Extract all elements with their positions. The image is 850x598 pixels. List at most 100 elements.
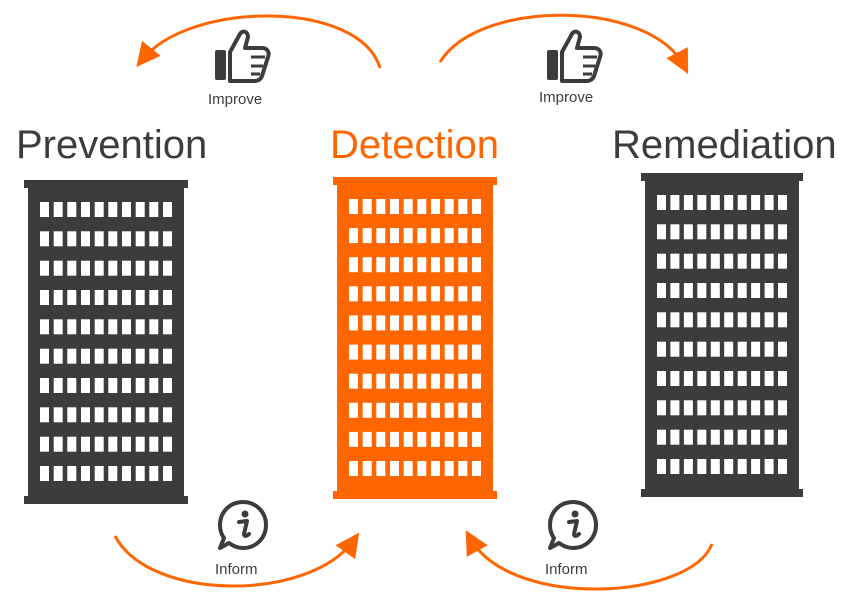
building-window — [764, 429, 774, 445]
building-window — [778, 371, 787, 386]
inform-label-right: Inform — [545, 561, 588, 578]
building-window — [697, 224, 707, 240]
building-window — [81, 202, 90, 217]
building-window — [122, 290, 131, 305]
building-window — [67, 290, 77, 305]
building-window — [349, 461, 358, 476]
building-window — [764, 253, 774, 269]
building-window — [724, 312, 734, 328]
building-window — [349, 199, 358, 214]
building-window — [444, 257, 454, 273]
building-window — [683, 283, 693, 298]
building-window — [417, 257, 427, 273]
building-window — [724, 341, 734, 357]
building-window — [417, 228, 427, 244]
building-window — [751, 195, 761, 210]
building-window — [444, 373, 454, 389]
improve-arrow-right — [438, 13, 689, 74]
building-window — [376, 431, 386, 447]
building-window — [376, 461, 386, 476]
building-window — [737, 341, 747, 357]
building-window — [724, 371, 734, 386]
building-window — [710, 371, 720, 386]
building-window — [670, 283, 680, 298]
building-window — [764, 459, 774, 474]
pillar-title-remediation: Remediation — [612, 123, 837, 167]
building-window — [349, 315, 358, 331]
building-window — [376, 199, 386, 214]
building-window — [403, 228, 413, 244]
building-window — [349, 431, 358, 447]
building-window — [163, 466, 172, 481]
building-window — [724, 283, 734, 298]
building-window — [724, 459, 734, 474]
building-window — [53, 436, 63, 452]
building-window — [431, 199, 440, 214]
building-window — [40, 202, 49, 217]
building-window — [697, 400, 707, 416]
building-window — [697, 341, 707, 357]
building-window — [94, 202, 104, 217]
building-window — [122, 378, 131, 393]
building-window — [751, 371, 761, 386]
building-window — [724, 400, 734, 416]
improve-arrow-left — [136, 14, 382, 69]
building-window — [403, 461, 413, 476]
building-window — [417, 286, 427, 302]
building-window — [163, 290, 172, 305]
building-window — [417, 402, 427, 418]
building-window — [349, 286, 358, 302]
building-window — [81, 348, 90, 364]
building-window — [724, 253, 734, 269]
building-window — [657, 224, 666, 240]
building-window — [710, 459, 720, 474]
building-window — [431, 431, 440, 447]
building-window — [657, 459, 666, 474]
building-window — [362, 257, 372, 273]
building-window — [390, 373, 399, 389]
building-window — [431, 373, 440, 389]
building-window — [764, 371, 774, 386]
building-window — [403, 286, 413, 302]
building-window — [417, 315, 427, 331]
building-window — [135, 260, 145, 276]
building-window — [737, 224, 747, 240]
building-window — [458, 431, 468, 447]
building-window — [135, 231, 145, 247]
building-window — [657, 312, 666, 328]
building-window — [390, 286, 399, 302]
building-window — [349, 257, 358, 273]
building-window — [697, 429, 707, 445]
building-window — [458, 228, 468, 244]
building-window — [81, 290, 90, 305]
building-icon-prevention — [24, 180, 188, 504]
building-window — [67, 319, 77, 335]
building-window — [670, 459, 680, 474]
building-window — [710, 195, 720, 210]
building-window — [403, 344, 413, 360]
building-window — [458, 373, 468, 389]
building-window — [81, 378, 90, 393]
building-window — [149, 378, 159, 393]
building-window — [149, 231, 159, 247]
building-window — [724, 224, 734, 240]
building-window — [349, 373, 358, 389]
building-window — [472, 344, 481, 360]
building-window — [149, 466, 159, 481]
building-window — [362, 228, 372, 244]
building-window — [458, 315, 468, 331]
building-window — [444, 199, 454, 214]
building-window — [81, 407, 90, 423]
building-window — [81, 319, 90, 335]
building-window — [362, 199, 372, 214]
building-window — [67, 466, 77, 481]
building-window — [431, 228, 440, 244]
building-window — [751, 253, 761, 269]
building-window — [710, 283, 720, 298]
building-window — [697, 195, 707, 210]
building-window — [149, 202, 159, 217]
building-window — [163, 231, 172, 247]
building-window — [737, 312, 747, 328]
building-window — [472, 199, 481, 214]
